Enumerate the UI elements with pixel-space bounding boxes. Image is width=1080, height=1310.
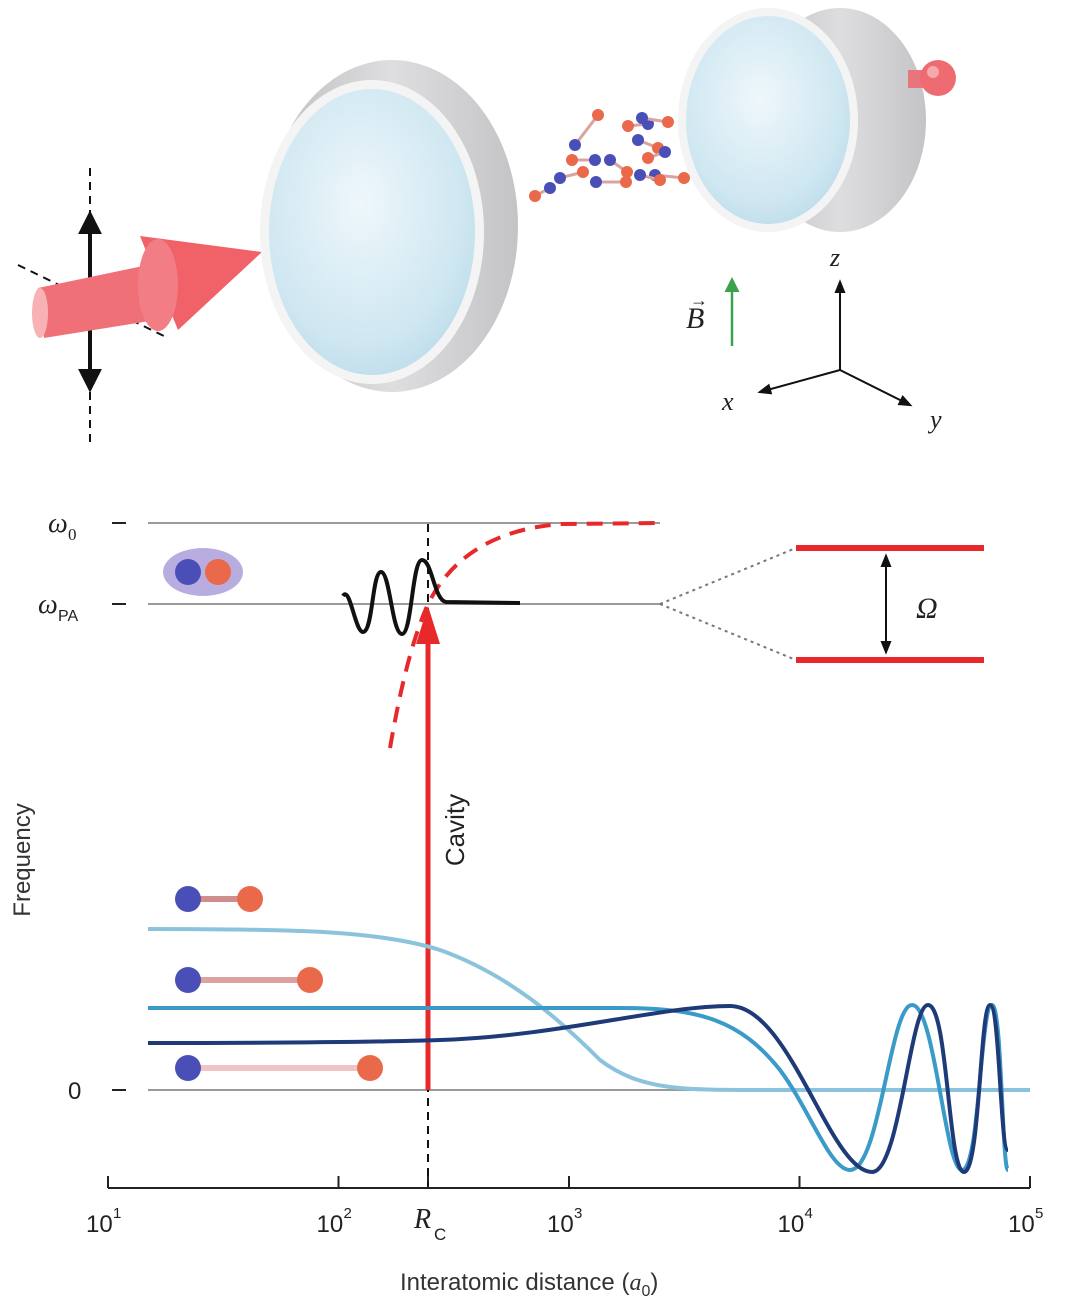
wavefunction-light-blue — [147, 927, 1030, 1092]
left-cavity-mirror-icon — [260, 60, 518, 392]
b-field-label: B — [686, 302, 704, 335]
b-vector-arrow-icon: → — [690, 290, 708, 310]
right-cavity-mirror-icon — [678, 8, 956, 232]
svg-text:10: 10 — [1008, 1211, 1035, 1238]
rabi-splitting: Ω — [659, 545, 984, 663]
molecule-medium-icon — [175, 967, 323, 993]
axis-z-label: z — [829, 243, 840, 272]
cavity-transition-arrow: Cavity — [416, 606, 470, 1090]
molecule-cloud — [529, 109, 690, 202]
rabi-omega-label: Ω — [916, 592, 938, 625]
svg-text:1: 1 — [113, 1205, 121, 1222]
svg-text:3: 3 — [574, 1205, 582, 1222]
svg-text:PA: PA — [58, 608, 78, 625]
cavity-setup-illustration: B → z x y — [17, 8, 956, 445]
wavefunction-mid-blue — [148, 1002, 1010, 1173]
y-tick-omegaPA: ω PA — [38, 589, 126, 625]
bound-state-wavefunction — [341, 557, 521, 637]
svg-text:2: 2 — [344, 1205, 352, 1222]
y-axis-title: Frequency — [9, 803, 36, 916]
axis-x-label: x — [721, 387, 734, 416]
x-axis-title: Interatomic distance (a0) — [400, 1269, 658, 1300]
y-tick-omega0: ω 0 — [48, 508, 126, 544]
svg-text:C: C — [434, 1225, 446, 1244]
laser-beam-arrow-icon — [32, 236, 262, 338]
rc-tick: R C — [413, 1176, 446, 1244]
svg-text:5: 5 — [1035, 1205, 1043, 1222]
molecule-long-icon — [175, 1055, 383, 1081]
magnetic-field-arrow-icon: B → — [686, 277, 740, 346]
wavefunction-dark-blue — [147, 1002, 1010, 1175]
excited-potential-curve — [388, 521, 661, 749]
svg-text:0: 0 — [68, 525, 77, 544]
svg-text:4: 4 — [805, 1205, 813, 1222]
svg-text:10: 10 — [317, 1211, 344, 1238]
svg-text:10: 10 — [547, 1211, 574, 1238]
molecule-short-icon — [175, 886, 263, 912]
cavity-label: Cavity — [440, 794, 470, 866]
svg-text:R: R — [413, 1204, 431, 1235]
svg-text:0: 0 — [68, 1078, 81, 1105]
excited-molecule-icon — [163, 548, 243, 596]
y-tick-zero: 0 — [68, 1078, 126, 1105]
svg-text:10: 10 — [778, 1211, 805, 1238]
svg-text:ω: ω — [38, 589, 58, 620]
svg-text:10: 10 — [86, 1211, 113, 1238]
coordinate-axes-icon: z x y — [721, 243, 942, 434]
svg-text:ω: ω — [48, 508, 68, 539]
axis-y-label: y — [927, 405, 942, 434]
